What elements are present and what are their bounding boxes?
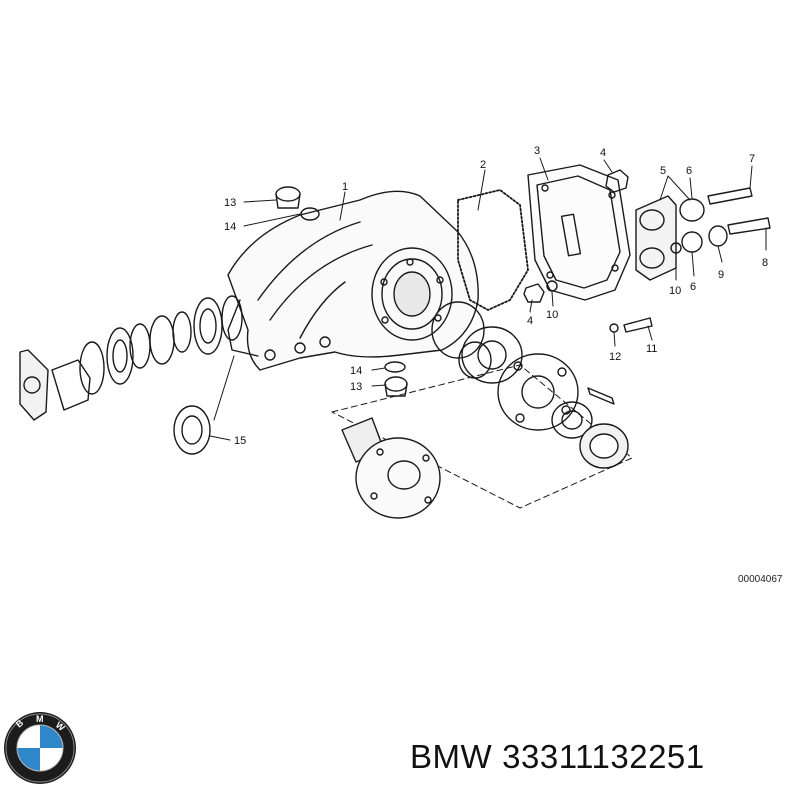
callout-4b: 4 <box>527 315 533 327</box>
output-hub-group <box>431 301 629 469</box>
bolt-8 <box>727 217 771 235</box>
callout-6a: 6 <box>686 165 692 177</box>
callout-15: 15 <box>234 435 246 447</box>
callout-labels: 1 2 3 4 5 6 7 8 9 10 6 4 10 12 11 13 14 … <box>224 145 768 447</box>
callout-12: 12 <box>609 351 621 363</box>
callout-8: 8 <box>762 257 768 269</box>
callout-4a: 4 <box>600 147 606 159</box>
differential-housing <box>227 190 479 371</box>
rear-cover <box>527 164 631 301</box>
logo-letter-m: M <box>36 714 44 724</box>
washer-12 <box>609 323 619 333</box>
callout-13a: 13 <box>224 197 236 209</box>
diagram-code: 00004067 <box>738 574 783 585</box>
bolt-11 <box>623 317 653 333</box>
callout-2: 2 <box>480 159 486 171</box>
callout-1: 1 <box>342 181 348 193</box>
nut-10b <box>546 280 558 292</box>
input-bearing-stack <box>19 295 243 421</box>
bolt-7 <box>707 187 753 205</box>
brand-name: BMW <box>410 738 493 775</box>
logo-letter-b: B <box>14 717 26 729</box>
callout-14b: 14 <box>350 365 362 377</box>
fill-plug <box>275 186 320 221</box>
callout-14a: 14 <box>224 221 236 233</box>
mount-bracket <box>635 195 728 281</box>
callout-9: 9 <box>718 269 724 281</box>
callout-6b: 6 <box>690 281 696 293</box>
part-number: 33311132251 <box>502 738 705 775</box>
callout-11: 11 <box>646 343 657 355</box>
callout-13b: 13 <box>350 381 362 393</box>
bmw-logo: B M W <box>4 712 76 784</box>
callout-5: 5 <box>660 165 666 177</box>
callout-10a: 10 <box>669 285 681 297</box>
shim-15 <box>173 405 211 455</box>
dashed-group-outline <box>331 364 633 509</box>
callout-10b: 10 <box>546 309 558 321</box>
callout-7: 7 <box>749 153 755 165</box>
nut-4b <box>523 283 545 303</box>
callout-3: 3 <box>534 145 540 157</box>
leader-lines <box>209 157 767 441</box>
output-shaft-flange <box>341 417 441 519</box>
housing-gasket <box>457 189 529 311</box>
cover-nut <box>605 169 629 193</box>
nut-10a <box>670 242 682 254</box>
drain-plug <box>384 361 408 397</box>
